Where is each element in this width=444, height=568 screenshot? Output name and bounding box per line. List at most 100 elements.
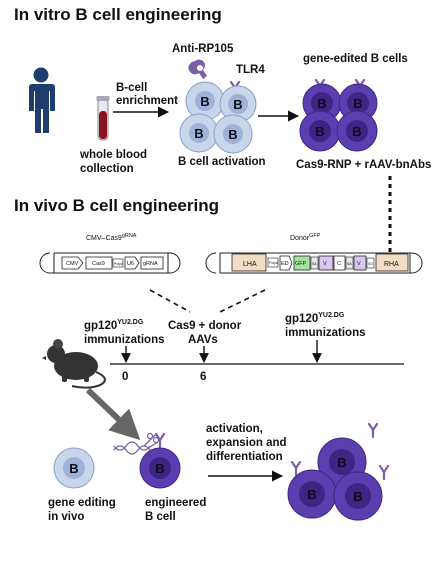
cell-letter: B [233, 97, 242, 112]
polya-block [112, 258, 124, 268]
blood-tube-icon [96, 96, 110, 141]
activation-label: B cell activation [178, 156, 266, 168]
gene-editing-label-1: gene editing [48, 497, 116, 509]
sa-block [310, 256, 319, 270]
immunizations-right-label: immunizations [285, 327, 366, 339]
enrichment-label-2: enrichment [116, 95, 178, 107]
edited-b-cell: B [336, 110, 378, 152]
invivo-title: In vivo B cell engineering [14, 196, 219, 215]
plasmid2-part: LHA [243, 261, 257, 268]
human-icon [29, 67, 55, 133]
plasmid2-part: V [357, 261, 361, 267]
polya-block [267, 257, 279, 268]
bcr-receptor-icon [367, 422, 379, 439]
immunizations-left-label: immunizations [84, 334, 165, 346]
plasmid-cmv-cas9: CMV–Cas9gRNA CMV Cas9 PolyA U6 gRNA [39, 233, 181, 274]
plasmid1-title: CMV–Cas9gRNA [86, 233, 137, 242]
bcr-receptor-icon [290, 460, 302, 477]
light-b-cell: B [179, 113, 219, 153]
cell-letter: B [317, 96, 326, 111]
edited-b-cell: B [299, 110, 341, 152]
anti-rp105-label: Anti-RP105 [172, 43, 234, 55]
cas9-block [85, 256, 113, 270]
enrichment-label-1: B-cell [116, 82, 147, 94]
expanded-b-cell: B [333, 471, 383, 521]
cas9-donor-label-1: Cas9 + donor [168, 320, 242, 332]
plasmid1-part: gRNA [143, 261, 158, 267]
plasmid2-part: SA [312, 262, 317, 266]
activation-label-3: differentiation [206, 451, 283, 463]
plasmid2-part: GFP [295, 261, 307, 267]
plasmid2-part: ED [281, 261, 289, 267]
cell-letter: B [307, 487, 316, 502]
invitro-title: In vitro B cell engineering [14, 5, 222, 24]
tlr4-label: TLR4 [236, 64, 265, 76]
mouse-to-cell-arrow [85, 387, 141, 441]
sa-block [345, 256, 354, 270]
dna-scissors-icon [113, 432, 160, 455]
gene-editing-label-2: in vivo [48, 511, 84, 523]
unedited-b-cell: B [53, 447, 95, 489]
rha-block [375, 253, 409, 272]
gene-edited-cell-cluster: B B B B [299, 78, 378, 152]
plasmid2-part: C [337, 261, 341, 267]
grna-block [140, 256, 164, 270]
plasmid2-part: SG [368, 262, 373, 266]
cas9-rnp-label: Cas9-RNP + rAAV-bnAbs [296, 159, 431, 171]
plasmid2-part: SA [347, 262, 352, 266]
timeline-tick-6: 6 [200, 371, 206, 383]
cas9-donor-label-2: AAVs [188, 334, 218, 346]
plasmid2-part: RHA [384, 261, 399, 268]
mouse-icon [42, 339, 106, 389]
gp120-right-label: gp120YU2.DG [285, 312, 345, 325]
timeline-tick-0: 0 [122, 371, 128, 383]
ed-element [279, 255, 293, 271]
cell-letter: B [155, 461, 164, 476]
engineered-label-2: B cell [145, 511, 176, 523]
cell-letter: B [353, 489, 362, 504]
expanded-cell-cluster: B B B [287, 422, 390, 521]
cmv-promoter [61, 256, 84, 270]
u6-promoter [124, 256, 140, 270]
anti-rp105-antibody-icon [188, 59, 207, 79]
c-region-block [333, 255, 346, 271]
plasmid1-part: Cas9 [92, 261, 105, 267]
activation-label-1: activation, [206, 423, 263, 435]
plasmid1-part: CMV [66, 261, 79, 267]
gene-edited-label: gene-edited B cells [303, 53, 408, 65]
plasmid1-part: PolyA [114, 262, 124, 266]
gfp-block [293, 255, 311, 271]
plasmid2-part: V [323, 261, 327, 267]
plasmid1-dashed-link [149, 289, 191, 313]
cell-letter: B [337, 455, 346, 470]
v-region-block [353, 255, 367, 271]
lha-block [231, 253, 267, 272]
plasmid2-title: DonorGFP [290, 233, 321, 242]
plasmid1-part: U6 [127, 261, 134, 267]
cell-letter: B [69, 461, 78, 476]
plasmid2-dashed-link [219, 289, 266, 313]
plasmid2-part: PolyA [269, 261, 279, 265]
engineered-b-cell: B [139, 447, 181, 489]
cell-letter: B [200, 94, 209, 109]
cell-letter: B [194, 126, 203, 141]
expanded-b-cell: B [287, 469, 337, 519]
light-b-cell: B [213, 114, 253, 154]
light-b-cell: B [185, 81, 225, 121]
whole-blood-label-2: collection [80, 163, 134, 175]
activation-label-2: expansion and [206, 437, 287, 449]
cell-letter: B [315, 124, 324, 139]
cell-letter: B [228, 127, 237, 142]
bcr-receptor-icon [154, 432, 166, 449]
sg-block [366, 257, 375, 269]
engineered-label-1: engineered [145, 497, 206, 509]
gp120-left-label: gp120YU2.DG [84, 319, 144, 332]
bcr-receptor-icon [378, 464, 390, 481]
v-region-block [318, 255, 334, 271]
activation-cell-cluster: B B B B [179, 81, 257, 154]
whole-blood-label-1: whole blood [79, 149, 147, 161]
plasmid-donor-gfp: DonorGFP LHA PolyA ED GFP SA V C SA V SG… [205, 233, 423, 274]
cell-letter: B [353, 96, 362, 111]
cell-letter: B [352, 124, 361, 139]
